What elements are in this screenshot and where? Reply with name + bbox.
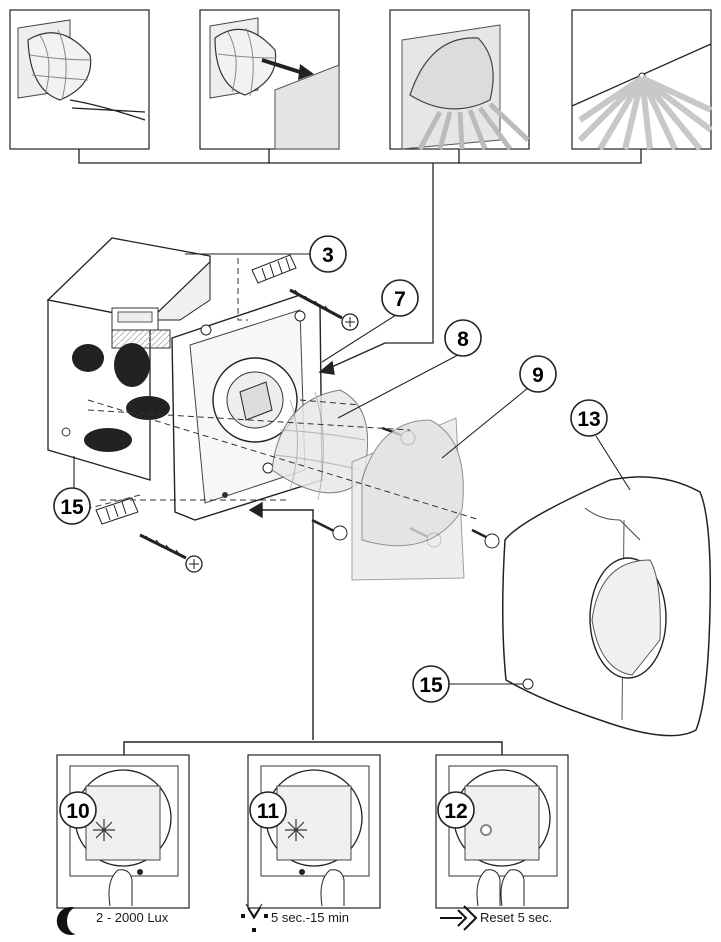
callout-10: 10: [59, 791, 97, 829]
setting-panel-time: [247, 754, 381, 909]
sensor-lens: [271, 389, 369, 501]
time-caption: 5 sec.-15 min: [271, 910, 350, 925]
wall-plug-bottom: [95, 497, 139, 525]
screw-lens-2: [471, 528, 500, 549]
svg-text:8: 8: [457, 328, 469, 351]
motion-sensor-icon: [241, 903, 268, 932]
callout-11: 11: [249, 791, 287, 829]
screw-frame-2: [311, 518, 348, 541]
callout-12: 12: [437, 791, 475, 829]
wall-plugs-and-screws: [95, 254, 500, 573]
callout-15-cover: 15: [412, 665, 450, 703]
step-panel-2: [199, 9, 340, 150]
svg-text:9: 9: [532, 364, 544, 387]
moon-icon: [56, 907, 76, 936]
svg-text:13: 13: [577, 408, 600, 431]
top-connector: [78, 149, 642, 344]
callout-8: 8: [444, 319, 482, 357]
callout-15-box: 15: [53, 487, 91, 525]
lux-caption: 2 - 2000 Lux: [96, 910, 169, 925]
step-panel-3: [389, 9, 530, 151]
svg-text:7: 7: [394, 288, 406, 311]
svg-text:12: 12: [444, 800, 467, 823]
leader-lines: [73, 253, 631, 685]
setting-panel-reset: [435, 754, 569, 909]
screw-top: [289, 288, 359, 331]
callout-3: 3: [309, 235, 347, 273]
callout-13: 13: [570, 399, 608, 437]
wall-plug-top: [251, 254, 297, 284]
svg-text:11: 11: [257, 800, 280, 823]
svg-text:15: 15: [60, 496, 84, 519]
screw-bottom: [139, 533, 203, 573]
reset-caption: Reset 5 sec.: [480, 910, 553, 925]
setting-panel-lux: [56, 754, 190, 909]
arrow-into-icon: [440, 905, 478, 931]
step-panel-4: [571, 9, 713, 151]
svg-text:3: 3: [322, 244, 334, 267]
mounting-frame: [171, 294, 323, 521]
callout-9: 9: [519, 355, 557, 393]
svg-text:15: 15: [419, 674, 443, 697]
lens-cover: [351, 417, 465, 581]
cover: [501, 476, 712, 737]
step-panel-1: [9, 9, 150, 150]
assembly-arrows: [123, 342, 503, 755]
svg-text:10: 10: [66, 800, 89, 823]
callout-7: 7: [381, 279, 419, 317]
back-box: [46, 237, 211, 481]
assembly-axes: [87, 258, 481, 521]
